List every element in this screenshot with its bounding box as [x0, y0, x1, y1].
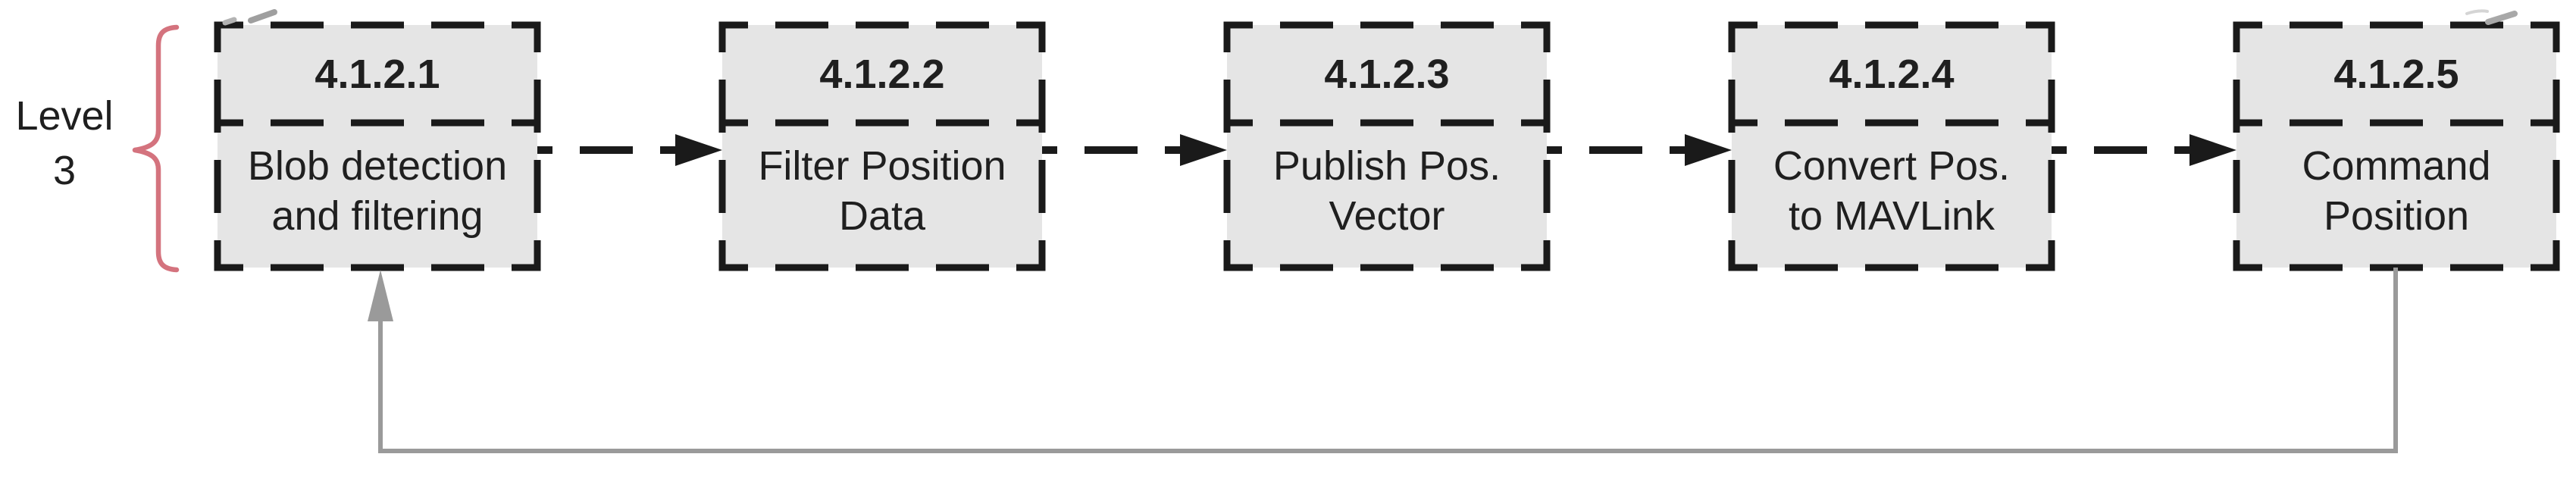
- process-box-4-shape: [1728, 21, 2055, 271]
- node-3-label-line2: Vector: [1329, 193, 1445, 239]
- smudge-mark-top-left: [248, 9, 277, 23]
- connector-1-2-arrowhead-icon: [675, 134, 722, 166]
- level-3-brace: [132, 24, 180, 273]
- node-4-label-line2: to MAVLink: [1788, 193, 1995, 239]
- process-box-2-shape: [718, 21, 1046, 271]
- node-3-id: 4.1.2.3: [1324, 51, 1450, 97]
- node-1-id: 4.1.2.1: [315, 51, 440, 97]
- level-label-line2: 3: [52, 148, 77, 193]
- node-2-id: 4.1.2.2: [819, 51, 945, 97]
- node-2-label: Filter Position Data: [722, 123, 1042, 268]
- process-box-1-shape: [214, 21, 541, 271]
- connector-3-4-arrowhead-icon: [1685, 134, 1732, 166]
- node-3-label: Publish Pos. Vector: [1227, 123, 1547, 268]
- node-2-label-line2: Data: [838, 193, 926, 239]
- node-5-id: 4.1.2.5: [2333, 51, 2459, 97]
- node-2-label-line1: Filter Position: [758, 142, 1006, 189]
- level-label: Level 3: [0, 89, 129, 198]
- smudge-mark-top-left-small: [222, 17, 237, 26]
- level-label-line1: Level: [15, 93, 114, 139]
- node-4-label-line1: Convert Pos.: [1773, 142, 2011, 189]
- smudge-mark-top-right: [2485, 11, 2518, 25]
- node-5-label: Command Position: [2236, 123, 2556, 268]
- process-box-3-shape: [1223, 21, 1551, 271]
- node-5-label-line1: Command: [2302, 142, 2491, 189]
- feedback-arrowhead-icon: [368, 270, 393, 321]
- node-1-label-line1: Blob detection: [247, 142, 508, 189]
- connector-4-5-arrowhead-icon: [2189, 134, 2236, 166]
- node-5-label-line2: Position: [2323, 193, 2470, 239]
- node-3-label-line1: Publish Pos.: [1272, 142, 1501, 189]
- node-4-id: 4.1.2.4: [1829, 51, 1955, 97]
- node-1-label-line2: and filtering: [271, 193, 484, 239]
- smudge-mark-top-right-faint: [2465, 9, 2489, 15]
- node-1-label: Blob detection and filtering: [218, 123, 537, 268]
- feedback-loop-line: [378, 268, 2398, 453]
- connector-2-3-arrowhead-icon: [1180, 134, 1227, 166]
- node-4-label: Convert Pos. to MAVLink: [1732, 123, 2052, 268]
